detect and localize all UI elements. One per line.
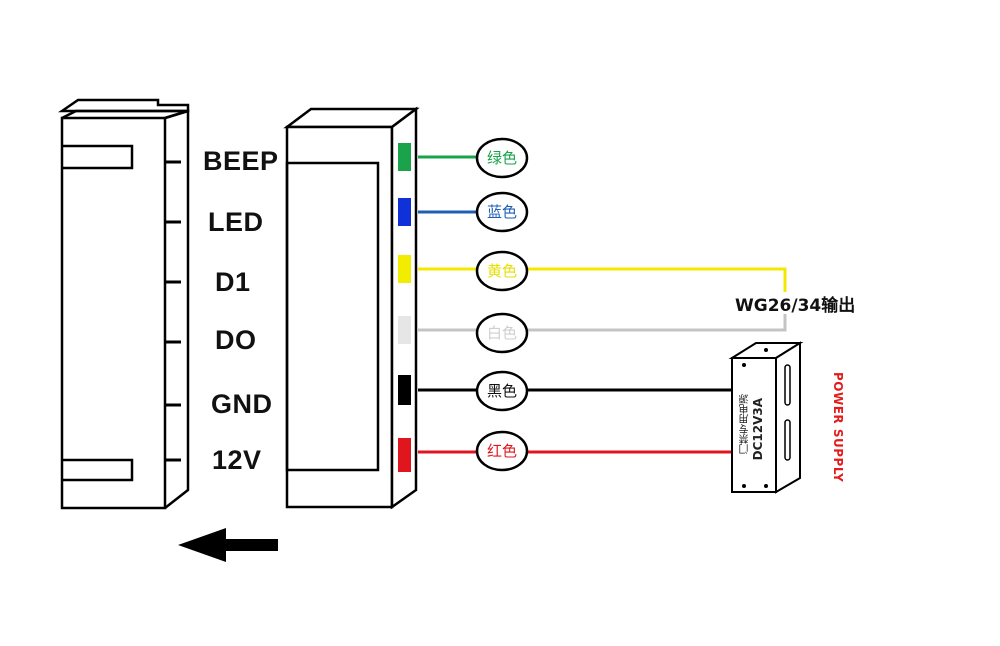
pin-label-led: LED [208,207,264,237]
reader-housing [283,106,420,510]
pin-label-beep: BEEP [203,146,279,176]
terminal-squares [398,143,411,472]
psu-vents [784,364,791,461]
pin-label-d1: D1 [215,267,251,297]
oval-yellow [475,250,529,292]
pin-label-d0: DO [215,325,257,355]
oval-black [475,370,529,412]
pin-label-gnd: GND [211,389,273,419]
wire-label-red: 红色 [486,442,517,460]
mounting-plate-upper-slot [62,144,134,170]
terminal-white [398,316,411,344]
pin-label-12v: 12V [212,445,262,475]
left-arrow-icon [178,528,278,562]
psu-front [731,357,777,493]
terminal-yellow [398,255,411,283]
mounting-plate [57,98,190,510]
wire-label-white: 白色 [486,324,517,342]
wire-label-ovals [475,137,529,472]
power-supply-caption: POWER SUPPLY [831,372,845,483]
wires [418,155,787,454]
wire-label-black: 黑色 [486,382,517,400]
wire-yellow [418,267,787,292]
mounting-plate-body [60,116,167,510]
oval-red [475,430,529,472]
mounting-plate-lower-slot [62,458,134,482]
wiegand-output-label: WG26/34输出 [735,296,856,316]
wire-label-blue: 蓝色 [486,203,517,221]
oval-white [475,312,529,354]
psu-screws [742,348,768,488]
mounting-plate-side [164,109,190,509]
wire-label-yellow: 黄色 [486,262,517,280]
reader-inner-panel [285,161,380,472]
wire-label-green: 绿色 [486,149,517,167]
terminal-red [398,438,411,472]
psu-side-face [775,341,801,494]
wire-white [418,314,787,332]
psu-model-label: DC12V3A [751,398,765,461]
pin-ticks [165,160,181,462]
oval-blue [475,191,529,233]
terminal-blue [398,198,411,226]
terminal-black [398,375,411,405]
psu-name-label: 门禁专用电源 [740,394,751,454]
oval-green [475,137,529,179]
mounting-plate-top-flap [57,98,190,113]
reader-front [285,125,394,509]
power-supply-box [728,341,804,494]
terminal-green [398,143,411,171]
